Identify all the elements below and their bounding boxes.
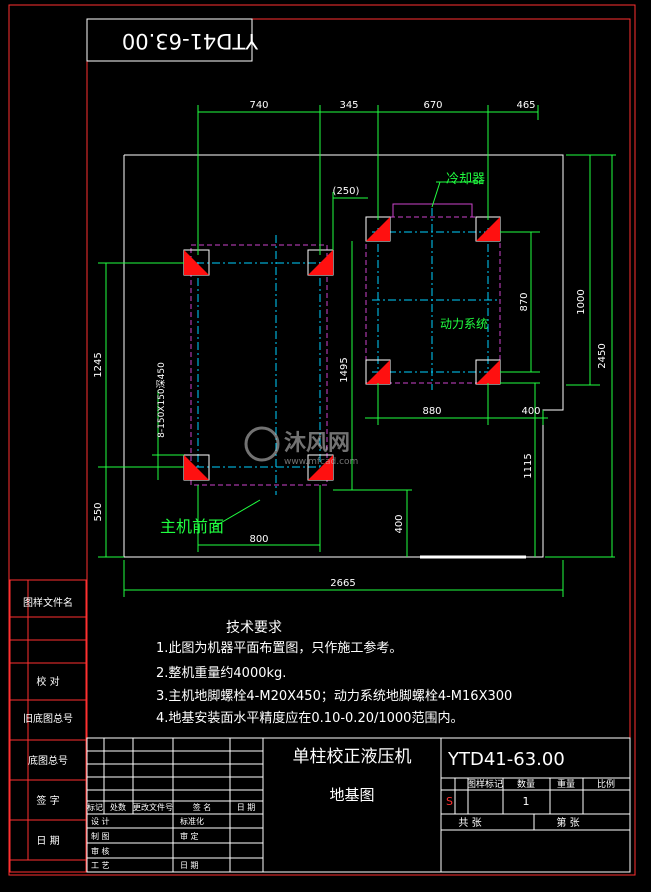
role-process: 工 艺 — [91, 861, 110, 870]
mark-value: S — [446, 795, 453, 808]
strip-date: 日 期 — [36, 835, 59, 847]
dim-1000: 1000 — [576, 289, 587, 314]
role-review: 审 核 — [91, 846, 110, 856]
total-sheets: 共 张 — [458, 817, 481, 829]
strip-base-no: 底图总号 — [28, 754, 68, 767]
hdr-scale: 比例 — [597, 778, 615, 790]
role-standardization: 标准化 — [180, 816, 204, 826]
dim-880: 880 — [422, 406, 441, 417]
power-system-outline — [365, 216, 501, 384]
sig-hdr-date: 日 期 — [237, 803, 256, 812]
dim-740: 740 — [249, 100, 268, 111]
technical-requirements: 技术要求 1.此图为机器平面布置图，只作施工参考。 2.整机重量约4000kg.… — [156, 620, 512, 726]
strip-proofread: 校 对 — [36, 675, 59, 688]
anchor-pit — [475, 216, 501, 242]
strip-old-base-no: 旧底图总号 — [23, 712, 73, 725]
role-approval: 审 定 — [180, 831, 199, 841]
title-block-grid — [86, 737, 631, 873]
dim-1495: 1495 — [339, 357, 350, 382]
dim-550: 550 — [93, 502, 104, 521]
dim-800: 800 — [249, 534, 268, 545]
dim-870: 870 — [519, 292, 530, 311]
drawing-code: YTD41-63.00 — [447, 749, 565, 770]
main-front-label: 主机前面 — [160, 517, 224, 536]
tech-item-4: 4.地基安装面水平精度应在0.10-0.20/1000范围内。 — [156, 710, 463, 726]
sheet-number: 第 张 — [556, 816, 579, 829]
dim-345: 345 — [339, 100, 358, 111]
sig-hdr-count: 处数 — [110, 802, 126, 812]
dimension-lines — [98, 105, 616, 597]
dim-2665: 2665 — [330, 578, 355, 589]
hdr-drawing-mark: 图样标记 — [467, 778, 503, 790]
left-strip-grid — [9, 579, 87, 873]
anchor-pit — [307, 454, 334, 481]
dim-1115: 1115 — [523, 453, 534, 478]
dim-465: 465 — [516, 100, 535, 111]
tech-item-1: 1.此图为机器平面布置图，只作施工参考。 — [156, 640, 402, 656]
left-strip-labels: 图样文件名 校 对 旧底图总号 底图总号 签 字 日 期 — [23, 596, 73, 847]
anchor-pit — [183, 454, 210, 481]
drawing-subtitle: 地基图 — [329, 786, 374, 804]
sig-hdr-mark: 标记 — [87, 802, 103, 812]
watermark-brand: 沐风网 — [284, 431, 350, 456]
tech-title: 技术要求 — [226, 620, 282, 636]
cooler-label: 冷却器 — [446, 172, 485, 187]
dim-1245: 1245 — [93, 352, 104, 377]
rotated-code-box — [86, 18, 253, 62]
hdr-quantity: 数量 — [517, 778, 535, 790]
outer-frame — [8, 4, 636, 876]
qty-value: 1 — [523, 795, 530, 808]
hdr-weight: 重量 — [557, 778, 575, 790]
watermark-logo-icon — [244, 426, 280, 462]
dim-400-right: 400 — [521, 406, 540, 417]
anchor-pit — [183, 249, 210, 276]
dim-2450: 2450 — [597, 343, 608, 368]
role-date: 日 期 — [180, 861, 199, 870]
tech-item-2: 2.整机重量约4000kg. — [156, 665, 286, 681]
bolt-hole-note: 8-150X150深450 — [156, 362, 167, 438]
anchor-pits — [183, 216, 501, 481]
strip-signature: 签 字 — [36, 794, 59, 807]
main-machine-outline — [190, 244, 328, 486]
watermark: 沐风网 www.mfcad.com — [244, 426, 358, 467]
role-drafting: 制 图 — [91, 831, 110, 841]
dim-670: 670 — [423, 100, 442, 111]
role-design: 设 计 — [91, 816, 110, 826]
power-system-label: 动力系统 — [440, 317, 488, 331]
drawing-name: 单柱校正液压机 — [293, 747, 412, 767]
sig-hdr-signature: 签 名 — [193, 802, 212, 812]
inner-frame — [86, 18, 631, 873]
strip-drawing-file: 图样文件名 — [23, 596, 73, 609]
dim-400-bottom: 400 — [394, 514, 405, 533]
sig-hdr-change-doc: 更改文件号 — [133, 802, 173, 812]
dim-250: (250) — [333, 186, 360, 197]
anchor-pit — [365, 216, 391, 242]
title-block-texts: 单柱校正液压机 地基图 YTD41-63.00 图样标记 数量 重量 比例 S … — [87, 747, 615, 870]
center-lines — [196, 208, 498, 495]
foundation-outline — [123, 154, 564, 558]
rotated-drawing-code: YTD41-63.00 — [122, 29, 259, 53]
dimension-texts: 740 345 670 465 (250) 870 1000 2450 1245… — [93, 100, 608, 589]
tech-item-3: 3.主机地脚螺栓4-M20X450；动力系统地脚螺栓4-M16X300 — [156, 688, 512, 704]
watermark-url: www.mfcad.com — [284, 457, 358, 467]
